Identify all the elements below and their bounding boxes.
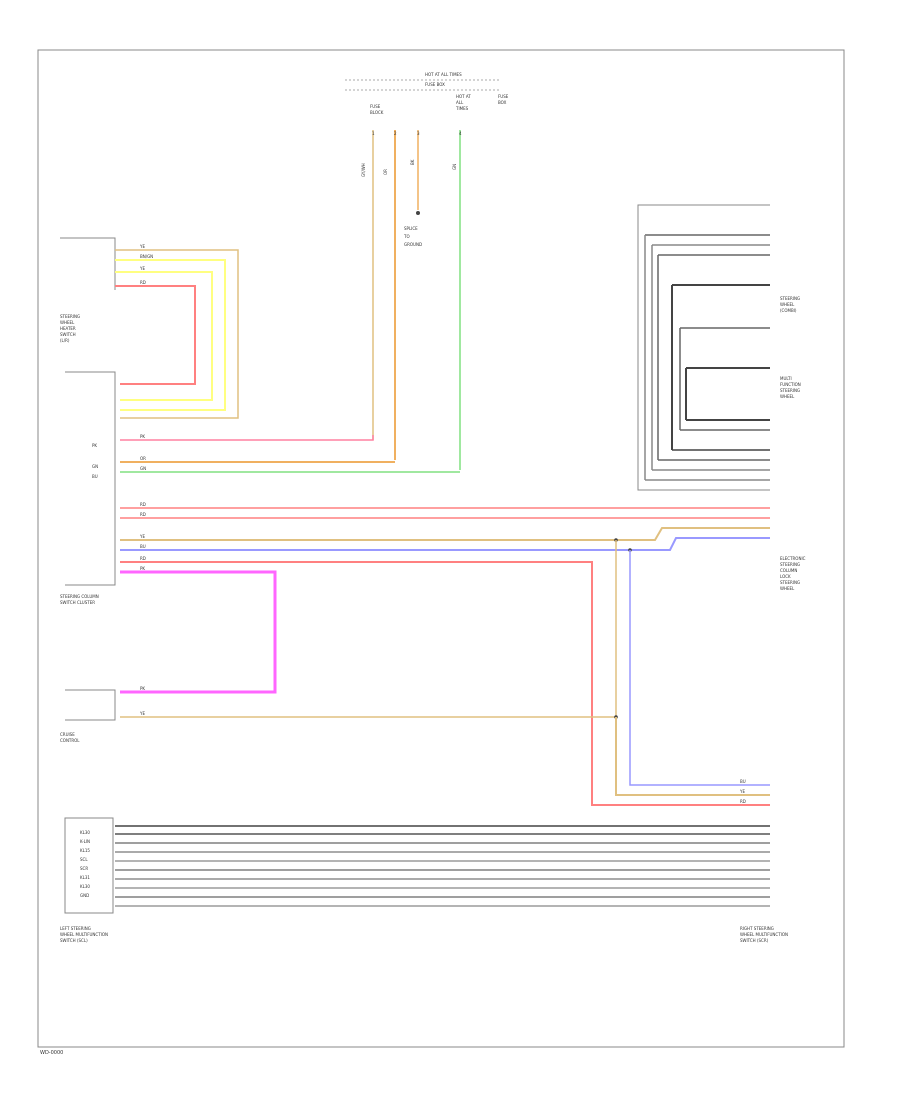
svg-text:PK: PK <box>92 443 97 448</box>
svg-text:RD: RD <box>140 280 146 285</box>
svg-text:SWITCH: SWITCH <box>60 332 76 337</box>
svg-text:YE: YE <box>139 711 145 716</box>
svg-text:RD: RD <box>740 799 746 804</box>
svg-text:RIGHT STEERING: RIGHT STEERING <box>740 926 774 931</box>
svg-text:(L/R): (L/R) <box>60 338 70 343</box>
svg-text:STEERING: STEERING <box>60 314 80 319</box>
diagram-code: WD-0000 <box>40 1050 63 1056</box>
svg-text:ALL: ALL <box>456 100 464 105</box>
svg-text:PK: PK <box>140 434 145 439</box>
svg-text:OR: OR <box>140 456 146 461</box>
junction-wires: BU YE RD <box>615 550 770 804</box>
svg-text:YE: YE <box>139 266 145 271</box>
svg-text:GN: GN <box>140 466 146 471</box>
svg-text:SPLICE: SPLICE <box>404 226 418 231</box>
svg-text:GN: GN <box>452 164 457 170</box>
svg-text:PK: PK <box>140 566 145 571</box>
svg-text:4: 4 <box>459 131 462 136</box>
svg-text:FUSE BOX: FUSE BOX <box>425 82 445 87</box>
svg-text:SWITCH (SCR): SWITCH (SCR) <box>740 938 769 943</box>
svg-text:HOT AT: HOT AT <box>456 94 471 99</box>
svg-text:CONTROL: CONTROL <box>60 738 80 743</box>
svg-text:RD: RD <box>140 502 146 507</box>
svg-text:SCR: SCR <box>80 866 88 871</box>
svg-text:STEERING: STEERING <box>780 562 800 567</box>
right-module-stack: STEERING WHEEL (COMBI) MULTI FUNCTION ST… <box>637 204 806 591</box>
svg-text:WHEEL: WHEEL <box>60 320 75 325</box>
svg-text:RD: RD <box>140 512 146 517</box>
svg-text:FUSE: FUSE <box>498 94 509 99</box>
svg-text:WHEEL: WHEEL <box>780 394 795 399</box>
svg-text:TIMES: TIMES <box>455 106 469 111</box>
svg-text:BK: BK <box>410 159 415 165</box>
svg-text:HEATER: HEATER <box>60 326 76 331</box>
svg-text:2: 2 <box>394 131 397 136</box>
svg-text:CRUISE: CRUISE <box>60 732 75 737</box>
svg-text:STEERING: STEERING <box>780 388 800 393</box>
svg-text:LOCK: LOCK <box>780 574 791 579</box>
svg-text:K-LIN: K-LIN <box>80 839 90 844</box>
svg-text:YE: YE <box>739 789 745 794</box>
svg-text:COLUMN: COLUMN <box>780 568 797 573</box>
svg-text:TO: TO <box>403 234 410 239</box>
svg-text:3: 3 <box>417 131 420 136</box>
svg-text:BN/GN: BN/GN <box>140 254 153 259</box>
svg-text:YE: YE <box>139 244 145 249</box>
svg-text:YE: YE <box>139 534 145 539</box>
svg-text:FUNCTION: FUNCTION <box>780 382 801 387</box>
svg-text:STEERING COLUMN: STEERING COLUMN <box>60 594 99 599</box>
svg-text:OR: OR <box>383 169 388 175</box>
steering-heater-switch: STEERING WHEEL HEATER SWITCH (L/R) YE BN… <box>60 237 239 419</box>
svg-text:FUSE: FUSE <box>370 104 381 109</box>
svg-text:BU: BU <box>740 779 746 784</box>
svg-text:SWITCH (SCL): SWITCH (SCL) <box>60 938 88 943</box>
svg-text:HOT AT ALL TIMES: HOT AT ALL TIMES <box>425 72 462 77</box>
svg-text:KL30: KL30 <box>80 830 90 835</box>
svg-text:BLOCK: BLOCK <box>370 110 384 115</box>
svg-text:STEERING: STEERING <box>780 296 800 301</box>
svg-text:MULTI: MULTI <box>780 376 792 381</box>
column-switch-cluster: STEERING COLUMN SWITCH CLUSTER PK GN BU … <box>60 371 770 806</box>
svg-text:1: 1 <box>372 131 375 136</box>
svg-text:WHEEL MULTIFUNCTION: WHEEL MULTIFUNCTION <box>740 932 788 937</box>
svg-text:SWITCH CLUSTER: SWITCH CLUSTER <box>60 600 95 605</box>
svg-text:PK: PK <box>140 686 145 691</box>
svg-text:KL31: KL31 <box>80 875 90 880</box>
svg-text:BOX: BOX <box>498 100 507 105</box>
svg-text:LEFT STEERING: LEFT STEERING <box>60 926 91 931</box>
svg-text:ELECTRONIC: ELECTRONIC <box>780 556 806 561</box>
svg-text:WHEEL: WHEEL <box>780 586 795 591</box>
svg-text:SCL: SCL <box>80 857 88 862</box>
svg-text:GN: GN <box>92 464 98 469</box>
fuse-header: HOT AT ALL TIMES FUSE BOX FUSE BLOCK HOT… <box>345 72 509 247</box>
svg-text:BU: BU <box>140 544 146 549</box>
svg-text:STEERING: STEERING <box>780 580 800 585</box>
svg-text:WHEEL: WHEEL <box>780 302 795 307</box>
feed-wires: GY/WH OR BK GN 1 2 3 4 <box>361 130 462 470</box>
svg-text:RD: RD <box>140 556 146 561</box>
svg-text:GND: GND <box>80 893 89 898</box>
svg-text:WHEEL MULTIFUNCTION: WHEEL MULTIFUNCTION <box>60 932 108 937</box>
svg-text:(COMBI): (COMBI) <box>780 308 797 313</box>
diagram-frame <box>37 49 845 1048</box>
svg-text:GY/WH: GY/WH <box>361 163 366 177</box>
svg-text:KL30: KL30 <box>80 884 90 889</box>
svg-text:KL15: KL15 <box>80 848 90 853</box>
svg-text:GROUND: GROUND <box>404 242 422 247</box>
svg-text:BU: BU <box>92 474 98 479</box>
bottom-harness: LEFT STEERING WHEEL MULTIFUNCTION SWITCH… <box>60 817 788 943</box>
